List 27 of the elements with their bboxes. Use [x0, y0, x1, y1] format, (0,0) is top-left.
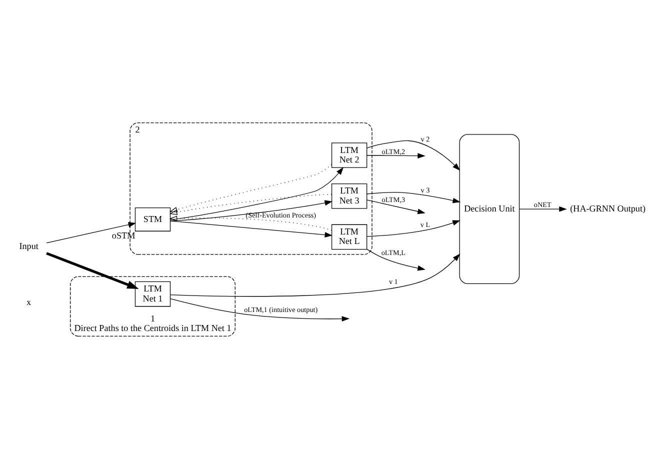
arrow: [169, 194, 332, 214]
arrow: [366, 199, 426, 214]
node-text: Input: [19, 240, 38, 251]
arrow: [519, 206, 567, 212]
arrow: [366, 152, 426, 158]
arrow: [169, 215, 332, 230]
node-box: Decision Unit: [459, 134, 520, 284]
node-text: (HA-GRNN Output): [570, 202, 646, 213]
arrow: [170, 253, 460, 296]
arrow: [366, 248, 426, 270]
node-box: LTM Net 3: [331, 182, 368, 208]
node-box: LTM Net L: [331, 224, 368, 250]
arrow: [366, 140, 460, 170]
node-box: LTM Net 2: [331, 142, 368, 168]
arrow: [170, 164, 332, 212]
node-label: oSTM: [112, 230, 136, 240]
arrow: [366, 220, 460, 236]
node-box: STM: [134, 206, 171, 231]
arrow: [46, 222, 136, 243]
arrow: [170, 200, 333, 221]
label: x: [26, 296, 32, 306]
arrow: [170, 298, 350, 322]
arrow: [170, 220, 333, 238]
arrow: [170, 166, 344, 220]
arrow: [46, 252, 139, 288]
node-box: LTM Net 1: [134, 280, 171, 306]
arrow: [366, 191, 461, 203]
